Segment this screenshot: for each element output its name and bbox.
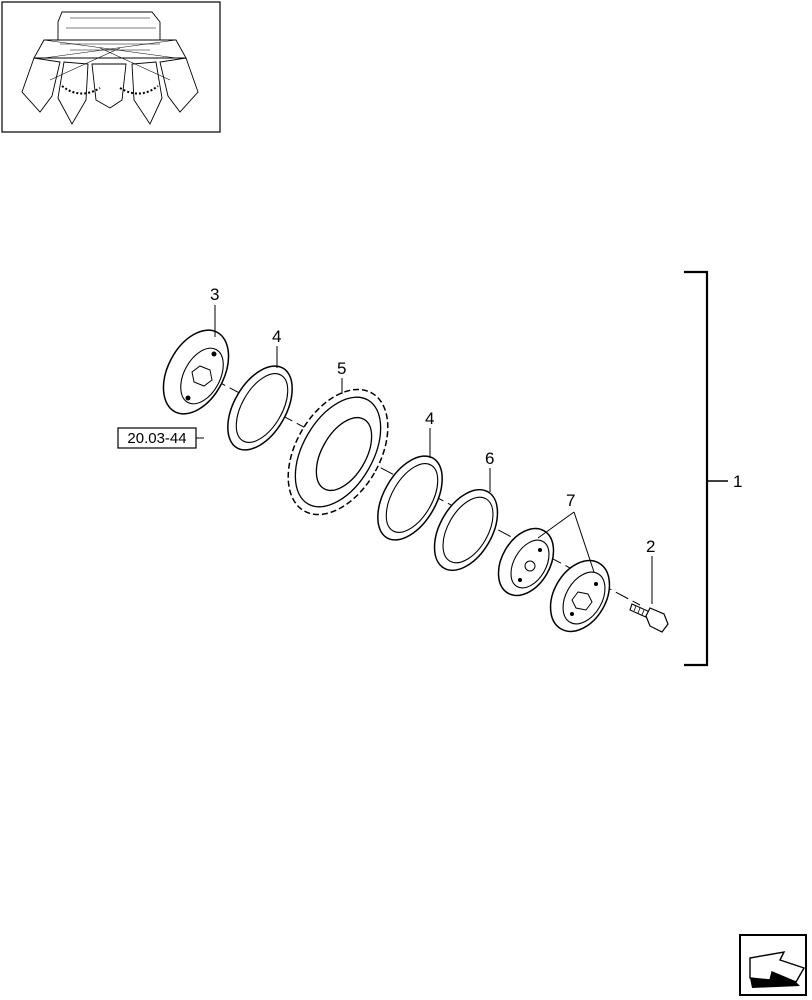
- callout-4-first: 4: [272, 327, 281, 346]
- callout-4-second: 4: [425, 409, 434, 428]
- harvester-header-thumbnail: [1, 1, 221, 133]
- part-2-bolt: [629, 603, 669, 633]
- part-3-hub: [162, 329, 230, 415]
- part-4-washer-second: [377, 455, 443, 541]
- part-4-washer-first: [227, 365, 293, 451]
- callout-7: 7: [566, 491, 575, 510]
- callout-6: 6: [485, 449, 494, 468]
- callout-5: 5: [337, 359, 346, 378]
- callout-1: 1: [733, 472, 742, 491]
- reference-label[interactable]: 20.03-44: [117, 427, 197, 449]
- callout-3: 3: [210, 285, 219, 304]
- next-page-arrow-icon[interactable]: [739, 934, 807, 996]
- reference-label-text: 20.03-44: [127, 430, 186, 447]
- part-7-flange-second: [549, 559, 611, 633]
- leader-lines: [196, 305, 653, 604]
- part-7-flange-first: [497, 527, 555, 597]
- assembly-bracket: [684, 270, 728, 667]
- callout-2: 2: [646, 537, 655, 556]
- part-6-washer: [433, 488, 499, 572]
- part-5-sprocket: [287, 388, 389, 516]
